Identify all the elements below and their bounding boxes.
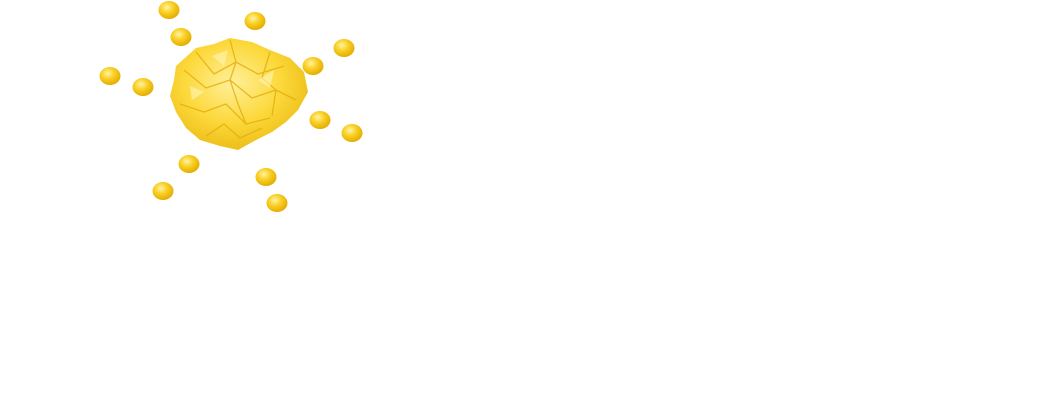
candy: [244, 12, 266, 30]
candy: [99, 67, 121, 85]
candy: [341, 124, 363, 142]
candy: [255, 168, 277, 186]
candy: [309, 111, 331, 129]
candy: [178, 155, 200, 173]
candy: [302, 57, 324, 75]
crumpled-paper-ball: [170, 38, 308, 150]
candy: [333, 39, 355, 57]
candy: [152, 182, 174, 200]
candy: [170, 28, 192, 46]
candy-group: [99, 1, 363, 212]
candy: [266, 194, 288, 212]
candy: [158, 1, 180, 19]
candy: [132, 78, 154, 96]
